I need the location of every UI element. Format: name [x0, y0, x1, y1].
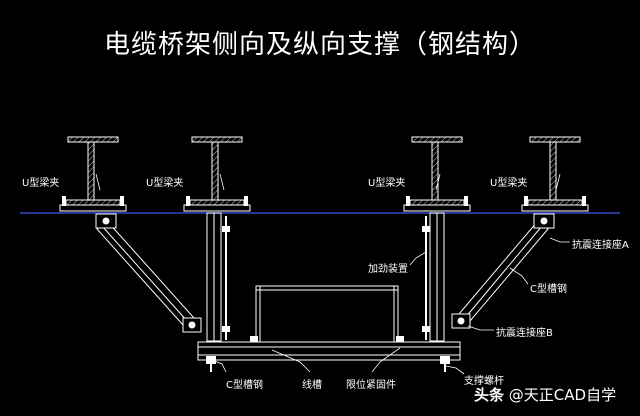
watermark-prefix: 头条	[474, 386, 505, 404]
diagonal-brace	[96, 221, 549, 326]
label-limit-fastener: 限位紧固件	[346, 380, 396, 391]
i-beam	[183, 136, 251, 212]
label-u-clamp: U型梁夹	[490, 178, 528, 189]
watermark: 头条 @天正CAD自学	[474, 384, 616, 405]
label-seismic-b: 抗震连接座B	[496, 328, 553, 339]
label-u-clamp: U型梁夹	[368, 178, 406, 189]
cable-tray	[255, 285, 399, 343]
page-title: 电缆桥架侧向及纵向支撑（钢结构）	[103, 30, 536, 60]
label-support-rod: 支撑螺杆	[464, 376, 504, 387]
bottom-c-channel	[197, 341, 461, 361]
label-seismic-a: 抗震连接座A	[572, 240, 629, 251]
seismic-connector	[95, 213, 555, 333]
label-u-clamp: U型梁夹	[146, 178, 184, 189]
stiffener-rod	[225, 216, 427, 340]
stiffener-brackets	[222, 226, 430, 332]
label-c-channel-bottom: C型槽钢	[226, 380, 263, 391]
beam-clamp-bolts	[62, 196, 586, 206]
i-beam	[403, 136, 471, 212]
support-rod	[210, 360, 446, 372]
leader-lines	[95, 173, 570, 375]
label-u-clamp: U型梁夹	[22, 178, 60, 189]
label-tray: 线槽	[302, 380, 322, 391]
watermark-handle: @天正CAD自学	[508, 386, 617, 404]
vertical-hanger	[206, 212, 445, 342]
label-c-channel: C型槽钢	[530, 284, 567, 295]
i-beam	[521, 136, 589, 212]
label-stiffener: 加劲装置	[368, 264, 408, 275]
i-beam	[59, 136, 127, 212]
